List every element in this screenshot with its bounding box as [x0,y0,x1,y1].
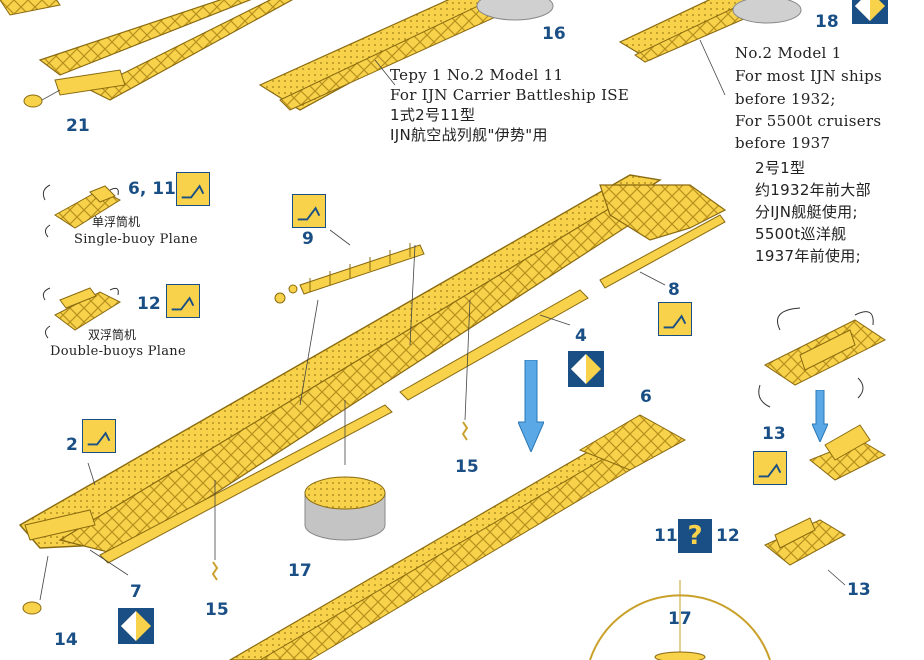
model1-text-line5: before 1937 [735,134,831,152]
fold-icon [753,451,787,485]
fold-icon [658,302,692,336]
part-number-6-11: 6, 11 [128,179,176,199]
part-number-6-right: 6 [640,387,652,407]
crane-assembly-lower [764,517,847,586]
crane-assembly-upper [758,307,886,408]
flip-diamond-icon [568,351,604,387]
model1-text-line1: No.2 Model 1 [735,44,842,62]
part-number-15-left: 15 [205,600,229,620]
model1-cn-line4: 5500t巡洋舰 [755,225,847,243]
part-21-disc [23,94,43,108]
part-number-11: 11 [654,526,678,546]
model1-text-line2: For most IJN ships [735,67,882,85]
part-number-9: 9 [302,229,314,249]
fold-icon [176,172,210,206]
part-number-17-mid: 17 [288,561,312,581]
model1-cn-line5: 1937年前使用; [755,247,861,265]
main-catapult [18,174,727,556]
model1-cn-line1: 2号1型 [755,159,806,177]
fold-icon [292,194,326,228]
lower-catapult [228,414,687,660]
part-number-16: 16 [542,24,566,44]
flip-diamond-icon [852,0,888,24]
part-number-17-bottom: 17 [668,609,692,629]
model1-cn-line3: 分IJN舰艇使用; [755,203,858,221]
catapult-top-middle [258,0,503,111]
model1-text-line3: before 1932; [735,90,836,108]
part-number-4: 4 [575,326,587,346]
double-buoy-cn: 双浮筒机 [88,328,137,342]
part-number-13-lower: 13 [847,580,871,600]
model1-cn-line2: 约1932年前大部 [755,181,871,199]
part-number-12-top: 12 [137,294,161,314]
part-number-21: 21 [66,116,90,136]
catapult-text-line2: For IJN Carrier Battleship ISE [390,86,630,104]
single-buoy-en: Single-buoy Plane [74,232,198,247]
double-buoy-en: Double-buoys Plane [50,344,186,359]
catapult-text-line1: Tepy 1 No.2 Model 11 [390,66,564,84]
fold-icon [166,284,200,318]
part-number-14: 14 [54,630,78,650]
part-14-disc [22,601,42,615]
single-buoy-plane [42,184,122,238]
model1-text-line4: For 5500t cruisers [735,112,882,130]
flip-diamond-icon [118,608,154,644]
part-9-railing [274,243,425,304]
down-arrow-icon [518,360,544,452]
part-number-15-right: 15 [455,457,479,477]
catapult-text-line4: IJN航空战列舰"伊势"用 [390,126,548,144]
part-number-8: 8 [668,280,680,300]
truss-top-left [0,0,294,101]
part-number-12-lower: 12 [716,526,740,546]
down-arrow-icon [812,390,828,442]
crane-assembly-middle [809,424,887,481]
fold-icon [82,419,116,453]
part-17-turntable [304,476,386,541]
catapult-text-line3: 1式2号11型 [390,106,476,124]
part-number-13-upper: 13 [762,424,786,444]
part-8-strip [599,214,726,289]
catapult-top-right [618,0,762,63]
part-number-7: 7 [130,582,142,602]
part-number-2: 2 [66,435,78,455]
question-icon: ? [678,519,712,553]
part-4-strip [399,289,589,401]
single-buoy-cn: 单浮筒机 [92,215,141,229]
part-number-18: 18 [815,12,839,32]
double-buoy-plane [42,287,122,339]
